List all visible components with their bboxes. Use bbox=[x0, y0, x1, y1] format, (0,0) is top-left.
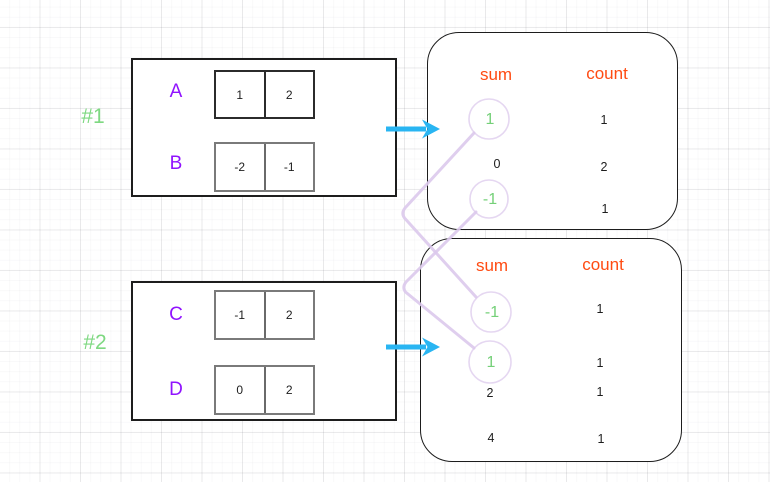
example2-input-box: C -1 2 D 0 2 bbox=[131, 281, 397, 421]
array-c-label: C bbox=[169, 304, 183, 325]
example2-label: #2 bbox=[83, 331, 107, 354]
example2-sum-header: sum bbox=[475, 256, 509, 275]
array-b-cell-1: -1 bbox=[263, 144, 314, 190]
example1-row1-sum: 0 bbox=[493, 157, 501, 171]
array-a-cell-0: 1 bbox=[236, 87, 244, 102]
example2-count-header: count bbox=[582, 255, 624, 274]
example1-row2-sum: -1 bbox=[482, 191, 498, 208]
example1-sum-header: sum bbox=[479, 65, 513, 84]
example2-row2-count: 1 bbox=[596, 385, 604, 399]
array-d-cell-1: 2 bbox=[263, 367, 314, 413]
example2-row0-sum: -1 bbox=[484, 304, 500, 321]
array-a-label: A bbox=[169, 81, 183, 102]
example1-row0-sum: 1 bbox=[485, 111, 495, 128]
array-d-label: D bbox=[169, 379, 183, 400]
array-b-label: B bbox=[169, 153, 183, 174]
example1-row0-count: 1 bbox=[600, 113, 608, 127]
array-d-cell-0: 0 bbox=[236, 383, 244, 397]
array-c-cell-0: -1 bbox=[234, 308, 246, 322]
example2-row3-sum: 4 bbox=[487, 431, 495, 445]
example2-row1-sum: 1 bbox=[486, 354, 496, 371]
example2-row0-count: 1 bbox=[596, 302, 604, 316]
array-b-cells: -2 -1 bbox=[214, 142, 315, 192]
array-c-cell-1: 2 bbox=[263, 292, 314, 338]
example2-result-box: sum count -1 1 1 1 2 1 4 1 bbox=[420, 238, 682, 462]
example1-count-header: count bbox=[586, 64, 628, 83]
example2-row1-count: 1 bbox=[596, 356, 604, 370]
array-d-cells: 0 2 bbox=[214, 365, 315, 415]
array-a-cells: 1 2 bbox=[214, 70, 315, 119]
example1-input-box: A 1 2 B -2 -1 bbox=[131, 58, 397, 197]
example2-row2-sum: 2 bbox=[486, 386, 494, 400]
example1-label: #1 bbox=[81, 105, 105, 128]
example2-row3-count: 1 bbox=[597, 432, 605, 446]
array-c-cells: -1 2 bbox=[214, 290, 315, 340]
array-b-cell-0: -2 bbox=[234, 160, 246, 174]
array-a-cell-1: 2 bbox=[263, 72, 314, 117]
example1-row1-count: 2 bbox=[600, 160, 608, 174]
example1-result-box: sum count 1 1 0 2 -1 1 bbox=[427, 32, 678, 230]
example1-row2-count: 1 bbox=[601, 202, 609, 216]
